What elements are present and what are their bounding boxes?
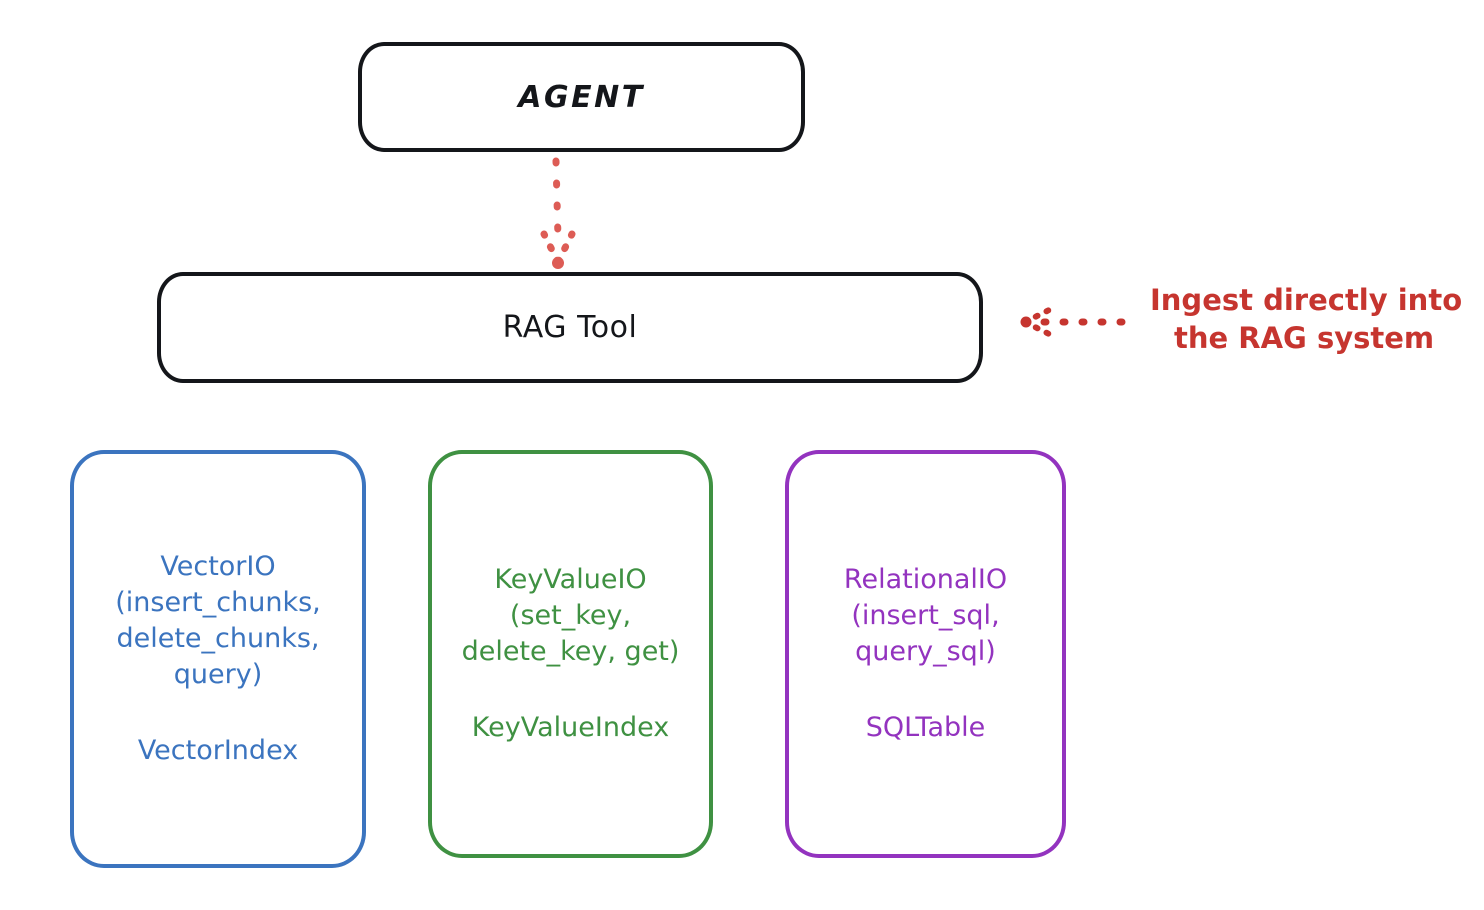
annotation-ingest-line-1: Ingest directly into [1150, 283, 1463, 317]
node-rag-tool[interactable]: RAG Tool [157, 272, 983, 383]
node-rag-tool-label: RAG Tool [502, 310, 638, 345]
relational-io-api-line-1: RelationalIO [843, 564, 1008, 595]
key-value-io-api-line-3: delete_key, get) [461, 636, 680, 667]
node-key-value-io[interactable]: KeyValueIO (set_key, delete_key, get) Ke… [428, 450, 713, 858]
node-key-value-io-text: KeyValueIO (set_key, delete_key, get) Ke… [444, 562, 697, 746]
vector-io-api-line-1: VectorIO [160, 551, 276, 582]
connector-agent-to-rag-tool [540, 157, 576, 269]
vector-io-api-line-3: delete_chunks, [116, 623, 320, 654]
annotation-ingest-line-2: the RAG system [1174, 321, 1435, 355]
node-relational-io[interactable]: RelationalIO (insert_sql, query_sql) SQL… [785, 450, 1066, 858]
vector-io-api-line-2: (insert_chunks, [115, 587, 321, 618]
node-agent[interactable]: AGENT [358, 42, 805, 152]
key-value-io-api-line-2: (set_key, [509, 600, 632, 631]
key-value-io-api-line-1: KeyValueIO [494, 564, 647, 595]
node-vector-io[interactable]: VectorIO (insert_chunks, delete_chunks, … [70, 450, 366, 868]
vector-io-api-line-4: query) [173, 659, 263, 690]
connector-ingest-arrow [1020, 306, 1136, 338]
annotation-ingest: Ingest directly into the RAG system [1150, 281, 1462, 357]
relational-io-api-line-2: (insert_sql, [851, 600, 1000, 631]
vector-index-label: VectorIndex [137, 735, 299, 766]
node-relational-io-text: RelationalIO (insert_sql, query_sql) SQL… [801, 562, 1050, 746]
node-vector-io-text: VectorIO (insert_chunks, delete_chunks, … [86, 549, 350, 769]
relational-io-api-line-3: query_sql) [855, 636, 996, 667]
node-agent-label: AGENT [518, 79, 645, 115]
sql-table-label: SQLTable [865, 712, 986, 743]
key-value-index-label: KeyValueIndex [471, 712, 670, 743]
